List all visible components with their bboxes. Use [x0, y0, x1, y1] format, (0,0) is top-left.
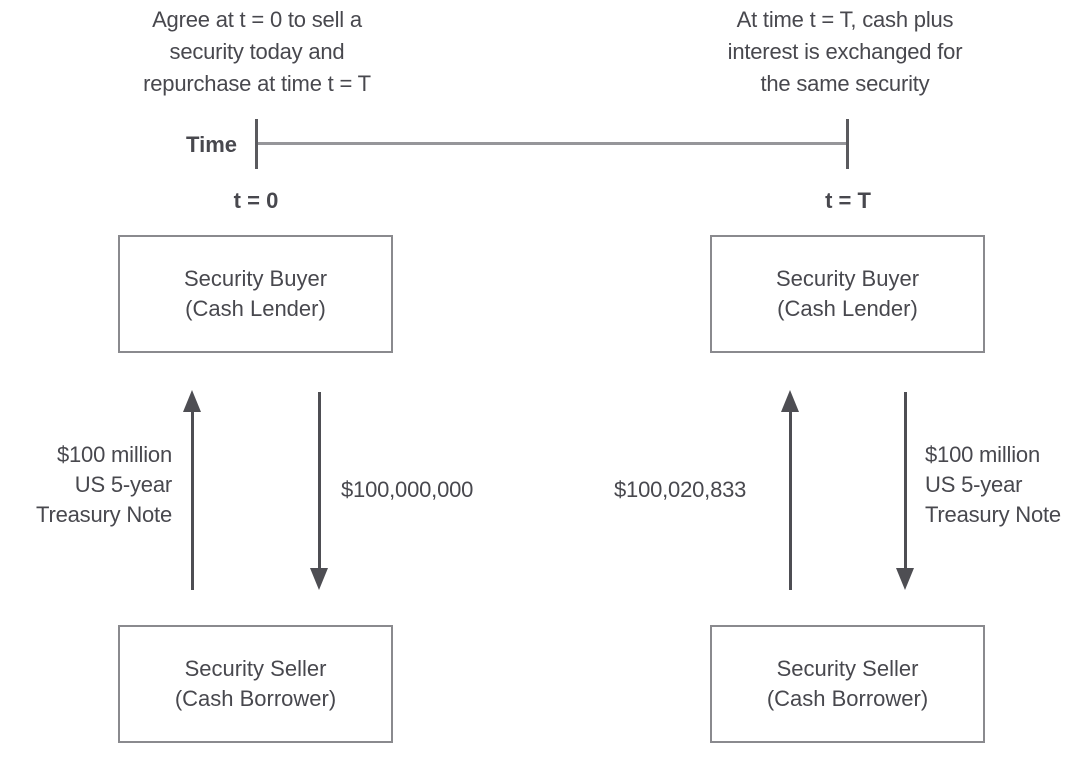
timeline-label-t0: t = 0: [233, 188, 279, 213]
time-axis-label: Time: [186, 132, 237, 157]
arrow-shaft: [317, 392, 321, 572]
annotation-agreement-t0: Agree at t = 0 to sell a security today …: [143, 7, 371, 96]
timeline-tick-end: [846, 119, 849, 169]
security-flow-label-tT: $100 million US 5-year Treasury Note: [925, 442, 1061, 527]
security-buyer-label-t0: Security Buyer (Cash Lender): [183, 266, 328, 321]
security-flow-label-t0: $100 million US 5-year Treasury Note: [36, 442, 172, 527]
timeline-tick-start: [255, 119, 258, 169]
arrow-shaft: [190, 406, 194, 590]
security-flow-up-arrow-icon-t0: [183, 390, 201, 590]
cash-flow-up-arrow-icon-tT: [781, 390, 799, 590]
arrowhead-up-icon: [183, 390, 201, 412]
cash-flow-down-arrow-icon-t0: [310, 392, 328, 590]
timeline-line: [257, 142, 848, 145]
security-buyer-box-t0: Security Buyer (Cash Lender): [118, 235, 393, 353]
security-flow-down-arrow-icon-tT: [896, 392, 914, 590]
cash-flow-label-t0: $100,000,000: [341, 477, 474, 502]
security-seller-label-t0: Security Seller (Cash Borrower): [174, 656, 337, 711]
security-seller-box-t0: Security Seller (Cash Borrower): [118, 625, 393, 743]
arrow-shaft: [788, 406, 792, 590]
arrowhead-up-icon: [781, 390, 799, 412]
security-buyer-label-tT: Security Buyer (Cash Lender): [775, 266, 920, 321]
arrow-shaft: [903, 392, 907, 572]
arrowhead-down-icon: [896, 568, 914, 590]
timeline-label-tT: t = T: [825, 188, 871, 213]
security-buyer-box-tT: Security Buyer (Cash Lender): [710, 235, 985, 353]
cash-flow-label-tT: $100,020,833: [614, 477, 747, 502]
security-seller-label-tT: Security Seller (Cash Borrower): [766, 656, 929, 711]
security-seller-box-tT: Security Seller (Cash Borrower): [710, 625, 985, 743]
arrowhead-down-icon: [310, 568, 328, 590]
annotation-exchange-tT: At time t = T, cash plus interest is exc…: [727, 7, 963, 96]
